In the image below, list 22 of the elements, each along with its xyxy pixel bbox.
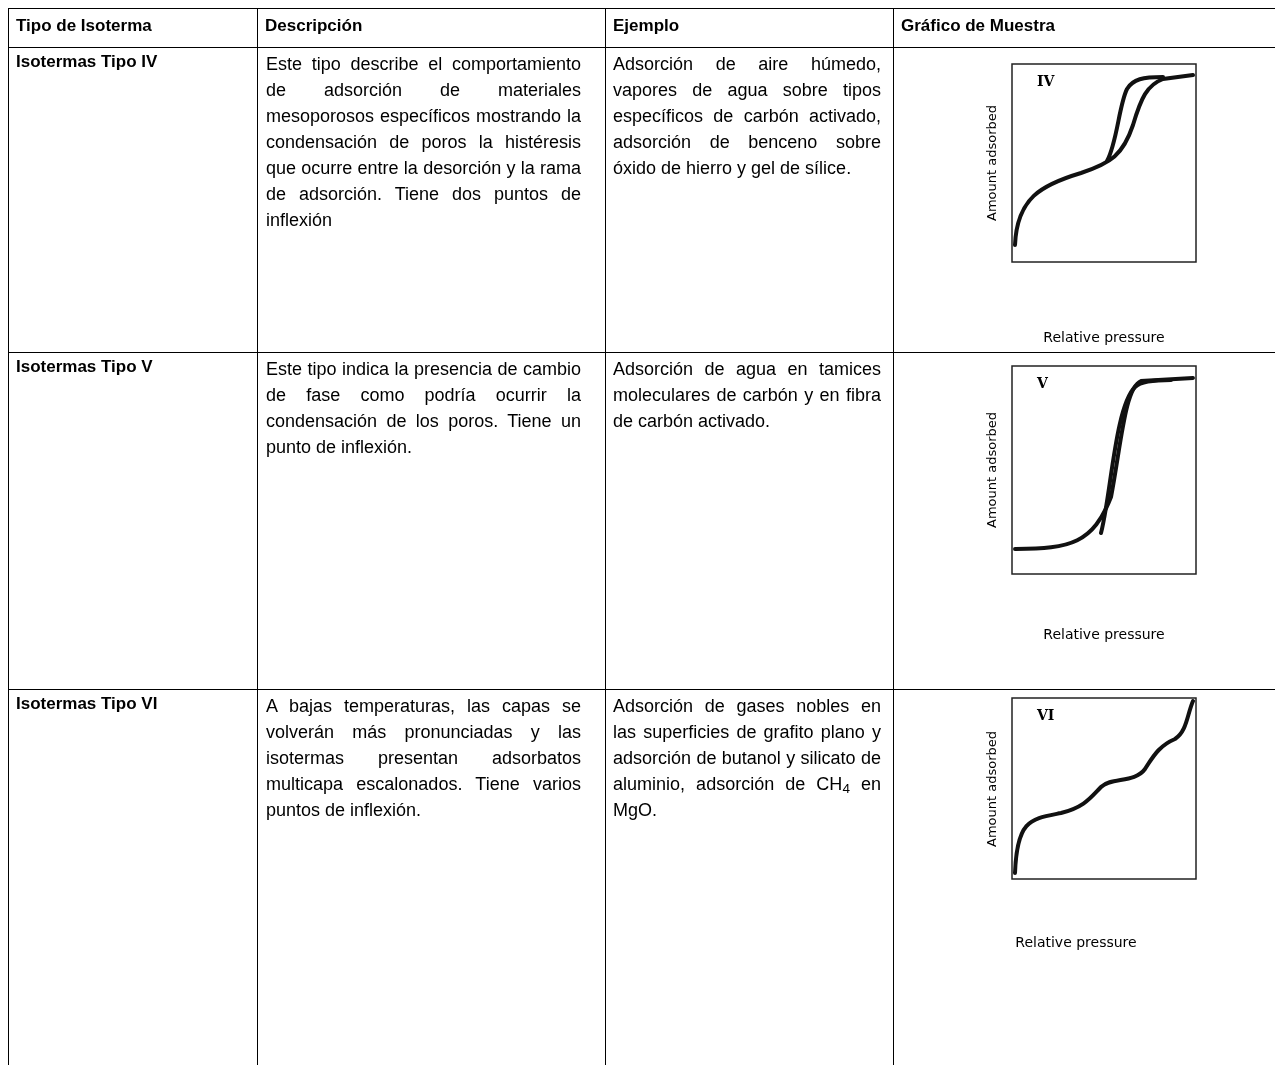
axis-label: Relative pressure: [1015, 934, 1137, 950]
column-header: Descripción: [265, 16, 363, 35]
row-heading: Isotermas Tipo V: [16, 357, 153, 376]
plot-type-label: VI: [1037, 707, 1055, 723]
cell-text: Adsorción de gases nobles en las superficies de grafito plano y adsorción de butanol y silicato de aluminio, adsorción de CH$_{4}$ en MgO.: [613, 695, 881, 822]
column-header: Gráfico de Muestra: [901, 16, 1055, 35]
column-header: Ejemplo: [613, 16, 680, 35]
plot-type-label: IV: [1037, 73, 1055, 89]
column-header: Tipo de Isoterma: [16, 16, 152, 35]
axis-label: Relative pressure: [1043, 329, 1165, 345]
row-heading: Isotermas Tipo VI: [16, 694, 158, 713]
cell-text: Este tipo describe el comportamiento de adsorción de materiales mesoporosos específicos mostrando la condensación de poros la histéresis que ocurre entre la desorción y la rama de adsorción. Tiene dos puntos de inflexión: [266, 53, 581, 232]
axis-label: Relative pressure: [1043, 626, 1165, 642]
cell-text: Adsorción de agua en tamices moleculares de carbón y en fibra de carbón activado.: [613, 358, 881, 433]
axis-label: Amount adsorbed: [984, 105, 1000, 221]
cell-text: A bajas temperaturas, las capas se volverán más pronunciadas y las isotermas presentan adsorbatos multicapa escalonados. Tiene varios puntos de inflexión.: [266, 695, 581, 822]
axis-label: Amount adsorbed: [984, 412, 1000, 528]
cell-text: Adsorción de aire húmedo, vapores de agua sobre tipos específicos de carbón activado, adsorción de benceno sobre óxido de hierro y gel de sílice.: [613, 53, 881, 180]
row-heading: Isotermas Tipo IV: [16, 52, 158, 71]
plot-type-label: V: [1037, 375, 1048, 391]
cell-text: Este tipo indica la presencia de cambio de fase como podría ocurrir la condensación de los poros. Tiene un punto de inflexión.: [266, 358, 581, 459]
axis-label: Amount adsorbed: [984, 730, 1000, 847]
